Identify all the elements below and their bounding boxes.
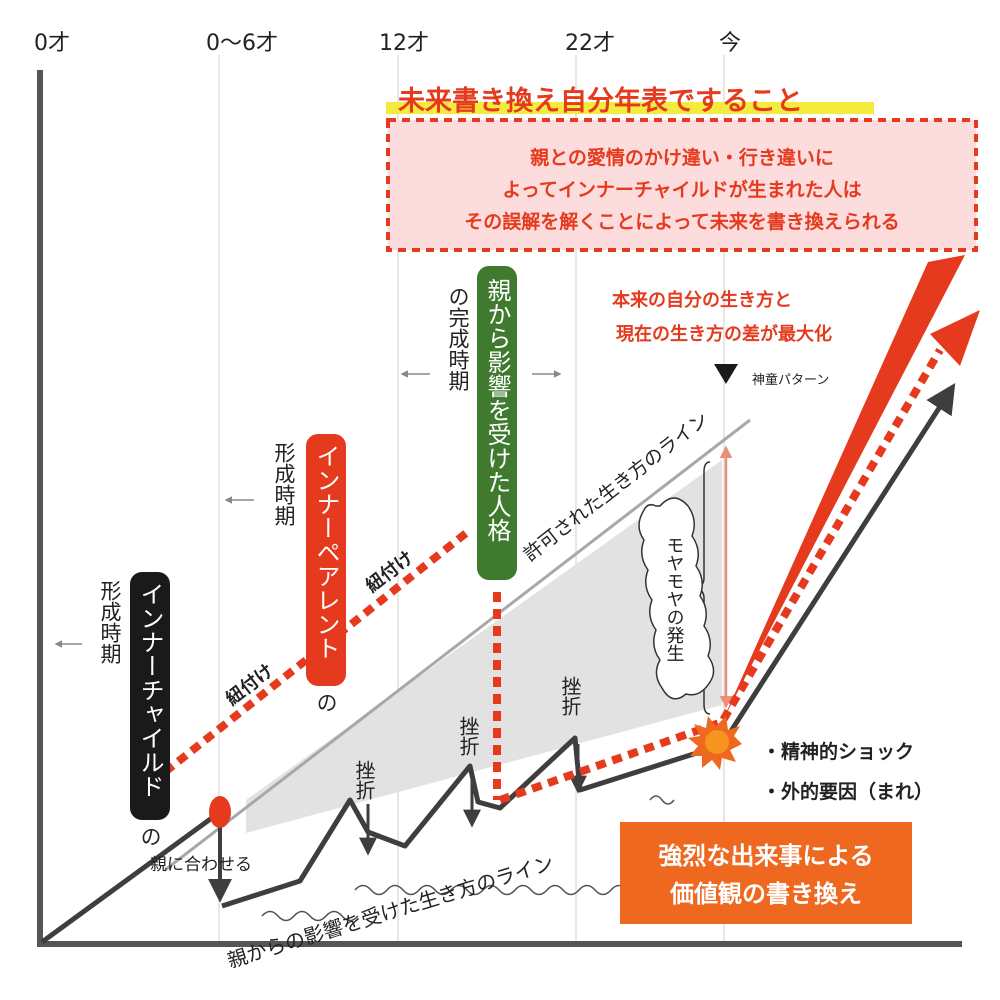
wavy-line: [261, 795, 675, 922]
event-line-1: 強烈な出来事による: [658, 842, 873, 870]
box-line-1: 親との愛情のかけ違い・行き違いに: [530, 146, 834, 169]
adapt-label: 親に合わせる: [150, 855, 252, 875]
true-self-wedge: [722, 255, 965, 722]
age-label-now: 今: [719, 31, 741, 56]
dotted-arrowhead: [930, 310, 980, 366]
gap-line-1: 本来の自分の生き方と: [612, 289, 792, 311]
setback-label-1: 挫折: [352, 760, 376, 800]
shock-burst-core: [705, 730, 729, 754]
event-box: [620, 822, 912, 924]
pattern-label: 神童パターン: [752, 372, 829, 388]
influenced-life-line: [221, 382, 956, 909]
setback-label-3: 挫折: [558, 676, 582, 716]
shock-item-1: ・精神的ショック: [762, 740, 914, 763]
title: 未来書き換え自分年表ですること: [398, 85, 803, 117]
moyamoya-label: モヤモヤの発生: [664, 536, 685, 662]
personality-sub: の完成時期: [446, 286, 470, 391]
permitted-line: [164, 418, 751, 872]
age-label-0-6: 0〜6才: [206, 31, 278, 56]
event-line-2: 価値観の書き換え: [669, 880, 862, 908]
childhood-rise: [40, 809, 222, 945]
inner-parent-sub: 形成時期: [272, 442, 296, 526]
age-label-12: 12才: [379, 31, 429, 56]
box-line-2: よってインナーチャイルドが生まれた人は: [502, 178, 861, 201]
inner-parent-label: インナーペアレント: [312, 444, 340, 660]
inner-child-label: インナーチャイルド: [136, 582, 164, 798]
explanation-box: [386, 118, 978, 252]
inner-child-sub: 形成時期: [98, 580, 122, 664]
inner-child-pill: [130, 572, 170, 820]
childhood-point: [209, 796, 231, 828]
gap-line-2: 現在の生き方の差が最大化: [616, 323, 832, 345]
setback-label-2: 挫折: [456, 716, 480, 756]
box-line-3: その誤解を解くことによって未来を書き換えられる: [464, 210, 899, 233]
influenced-line-label: 親からの影響を受けた生き方のライン: [224, 850, 556, 972]
personality-pill: [477, 266, 517, 580]
pattern-marker: [714, 364, 738, 384]
title-highlight: [386, 102, 874, 114]
gap-region: [246, 460, 722, 833]
shock-item-2: ・外的要因（まれ）: [762, 780, 933, 803]
personality-label: 親から影響を受けた人格: [483, 278, 511, 542]
inner-parent-no: の: [314, 692, 338, 713]
inner-child-no: の: [138, 826, 162, 847]
inner-parent-pill: [306, 434, 346, 686]
moyamoya-cloud: [638, 497, 715, 700]
age-label-0: 0才: [34, 31, 70, 56]
age-label-22: 22才: [565, 31, 615, 56]
